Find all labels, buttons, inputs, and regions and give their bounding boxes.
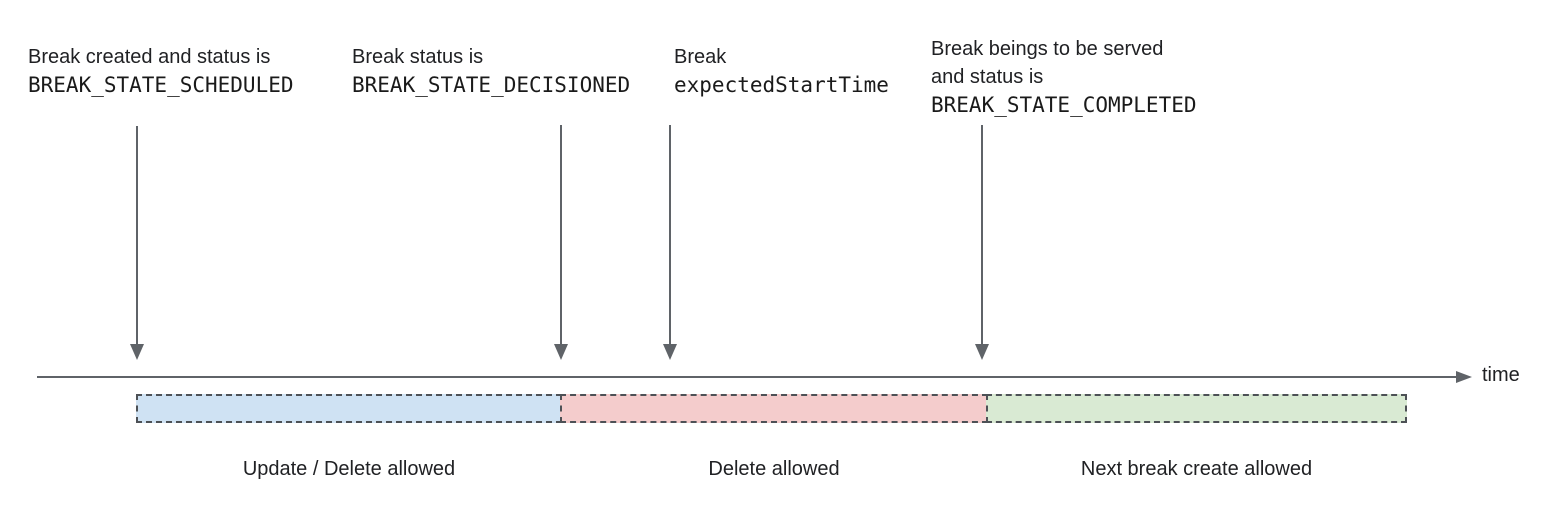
annotation-break-decisioned: Break status is BREAK_STATE_DECISIONED <box>352 43 630 99</box>
annotation-text: Break beings to be served <box>931 38 1164 60</box>
annotation-text: Break status is <box>352 46 484 68</box>
right-arrow-icon <box>1456 371 1472 383</box>
arrow-shaft <box>136 126 138 344</box>
arrow-head-icon <box>663 344 677 360</box>
annotation-break-scheduled: Break created and status is BREAK_STATE_… <box>28 43 294 99</box>
segment-label-next-break: Next break create allowed <box>1080 458 1313 480</box>
annotation-text: Break created and status is <box>28 46 271 68</box>
arrow-shaft <box>981 125 983 344</box>
annotation-break-completed: Break beings to be served and status is … <box>931 35 1197 119</box>
segment-delete-allowed <box>560 394 988 423</box>
annotation-code: BREAK_STATE_SCHEDULED <box>28 73 294 97</box>
annotation-text: and status is <box>931 66 1044 88</box>
timeline-axis <box>37 376 1457 378</box>
annotation-code: BREAK_STATE_COMPLETED <box>931 93 1197 117</box>
timeline-axis-label: time <box>1482 364 1520 386</box>
segment-label-delete: Delete allowed <box>708 458 840 480</box>
annotation-text: Break <box>674 46 727 68</box>
arrow-shaft <box>560 125 562 344</box>
annotation-code: expectedStartTime <box>674 73 889 97</box>
arrow-head-icon <box>554 344 568 360</box>
arrow-head-icon <box>130 344 144 360</box>
annotation-code: BREAK_STATE_DECISIONED <box>352 73 631 97</box>
segment-next-break-create-allowed <box>986 394 1407 423</box>
annotation-expected-start-time: Break expectedStartTime <box>674 43 889 99</box>
arrow-head-icon <box>975 344 989 360</box>
segment-label-update-delete: Update / Delete allowed <box>242 458 456 480</box>
arrow-shaft <box>669 125 671 344</box>
segment-update-delete-allowed <box>136 394 562 423</box>
